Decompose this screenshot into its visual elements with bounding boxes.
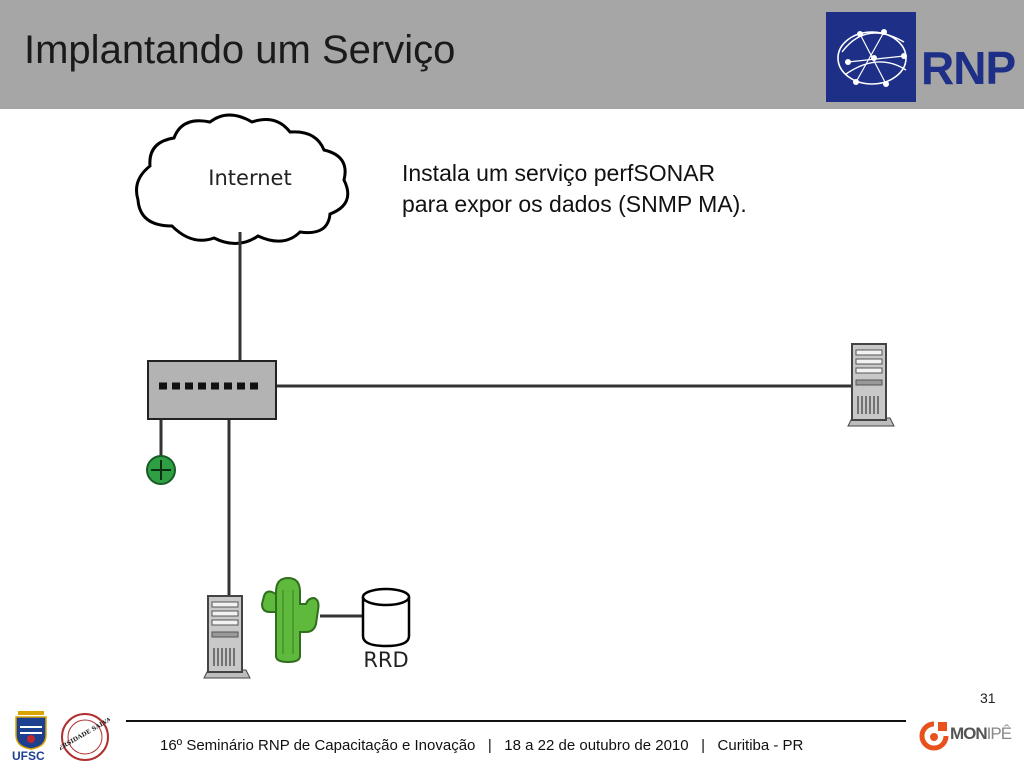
footer-divider (126, 720, 906, 722)
slide-header: Implantando um Serviço RNP (0, 0, 1024, 109)
ufsc-label: UFSC (12, 749, 45, 763)
monipe-text-accent: IPÊ (986, 724, 1012, 743)
slide-caption: Instala um serviço perfSONAR para expor … (402, 158, 747, 220)
page-number: 31 (980, 690, 996, 706)
rrd-database-icon: RRD (361, 587, 411, 672)
rnp-network-globe-icon (826, 12, 916, 102)
slide-title: Implantando um Serviço (24, 28, 456, 72)
router-icon (146, 455, 176, 485)
remote-server-icon (847, 343, 895, 427)
network-switch-icon (147, 360, 277, 420)
internet-cloud-icon: Internet (135, 113, 350, 245)
caption-line-1: Instala um serviço perfSONAR (402, 160, 716, 186)
universidade-salvador-seal-icon: UNIVERSIDADE SALVADOR (60, 712, 110, 761)
ufsc-crest-icon (15, 711, 47, 750)
rrd-label: RRD (363, 648, 408, 672)
cactus-service-icon (260, 576, 320, 664)
local-server-icon (203, 595, 251, 679)
footer-text: 16º Seminário RNP de Capacitação e Inova… (160, 737, 804, 754)
internet-label: Internet (208, 166, 291, 190)
rnp-logo-text: RNP (921, 42, 1016, 94)
network-diagram: Internet (135, 113, 895, 679)
monipe-text-main: MON (950, 724, 988, 743)
monipe-logo-icon (919, 721, 949, 751)
monipe-logo-text: MONIPÊ (950, 724, 1012, 744)
caption-line-2: para expor os dados (SNMP MA). (402, 191, 747, 217)
